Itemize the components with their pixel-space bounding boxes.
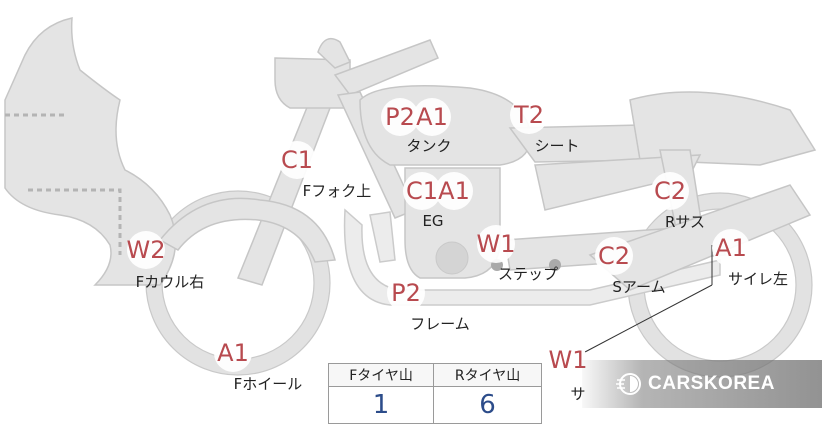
exhaust-pipe-2-shape [369, 211, 396, 263]
damage-code: W1 [477, 225, 516, 263]
front-cowl-shape [4, 17, 177, 286]
damage-code: P2 [387, 274, 425, 312]
carskorea-watermark: CARSKOREA [582, 360, 822, 408]
marker-a1-silencer: A1 [712, 229, 750, 267]
marker-c2-rsus: C2 [651, 172, 689, 210]
marker-w2-cowl: W2 [127, 231, 166, 269]
label-front-wheel: Fホイール [233, 375, 303, 393]
label-tank: タンク [406, 137, 452, 155]
frame-spine-shape [333, 39, 439, 96]
cowl-seam-lower [28, 188, 122, 255]
damage-code: T2 [510, 96, 548, 134]
label-rear-wheel-partial: サ [570, 385, 586, 403]
table-header-row: Fタイヤ山 Rタイヤ山 [327, 363, 542, 387]
label-seat: シート [534, 137, 580, 155]
tire-tread-table: Fタイヤ山 Rタイヤ山 1 6 [327, 363, 542, 424]
label-rear-suspension: Rサス [664, 213, 706, 231]
table-row: 1 6 [327, 386, 542, 424]
label-frame: フレーム [410, 315, 470, 333]
damage-code: W1 [549, 341, 588, 379]
label-front-cowl-right: Fカウル右 [135, 273, 205, 291]
marker-p2-frame: P2 [387, 274, 425, 312]
silencer-shape [588, 184, 812, 291]
front-fender-shape [158, 197, 336, 263]
rear-cowl-shape [629, 91, 817, 166]
damage-code: A1 [435, 172, 473, 210]
marker-w1-rwheel: W1 [549, 341, 588, 379]
label-front-fork-top: Fフォク上 [302, 182, 372, 200]
marker-c2-sarm: C2 [595, 237, 633, 275]
engine-cover-shape [435, 241, 469, 275]
damage-code: C1 [278, 141, 316, 179]
marker-p2-a1-tank: P2 A1 [381, 98, 451, 136]
damage-code: A1 [413, 98, 451, 136]
label-silencer-left: サイレ左 [727, 270, 789, 288]
damage-code: A1 [214, 334, 252, 372]
marker-c1-fork: C1 [278, 141, 316, 179]
label-step: ステップ [497, 265, 559, 283]
damage-code: C2 [651, 172, 689, 210]
handlebar-shape [317, 37, 352, 69]
marker-c1-a1-eg: C1 A1 [403, 172, 473, 210]
front-tire-tread-value: 1 [327, 386, 435, 424]
label-swing-arm: Sアーム [612, 278, 666, 296]
marker-w1-step: W1 [477, 225, 516, 263]
damage-code: P2 [381, 98, 419, 136]
watermark-text: CARSKOREA [648, 373, 775, 394]
damage-code: W2 [127, 231, 166, 269]
label-engine: EG [422, 212, 444, 230]
rear-tire-tread-value: 6 [433, 386, 542, 424]
marker-a1-fwheel: A1 [214, 334, 252, 372]
exhaust-pipe-shape [343, 208, 721, 306]
front-tire-tread-header: Fタイヤ山 [327, 363, 435, 387]
marker-t2-seat: T2 [510, 96, 548, 134]
damage-code: C1 [403, 172, 441, 210]
carskorea-logo-icon [616, 373, 641, 395]
rear-wheel-leader-line [584, 284, 713, 353]
headlight-shape [274, 57, 351, 109]
damage-code: A1 [712, 229, 750, 267]
damage-code: C2 [595, 237, 633, 275]
step-peg-2-shape [549, 259, 561, 271]
rear-tire-tread-header: Rタイヤ山 [433, 363, 542, 387]
